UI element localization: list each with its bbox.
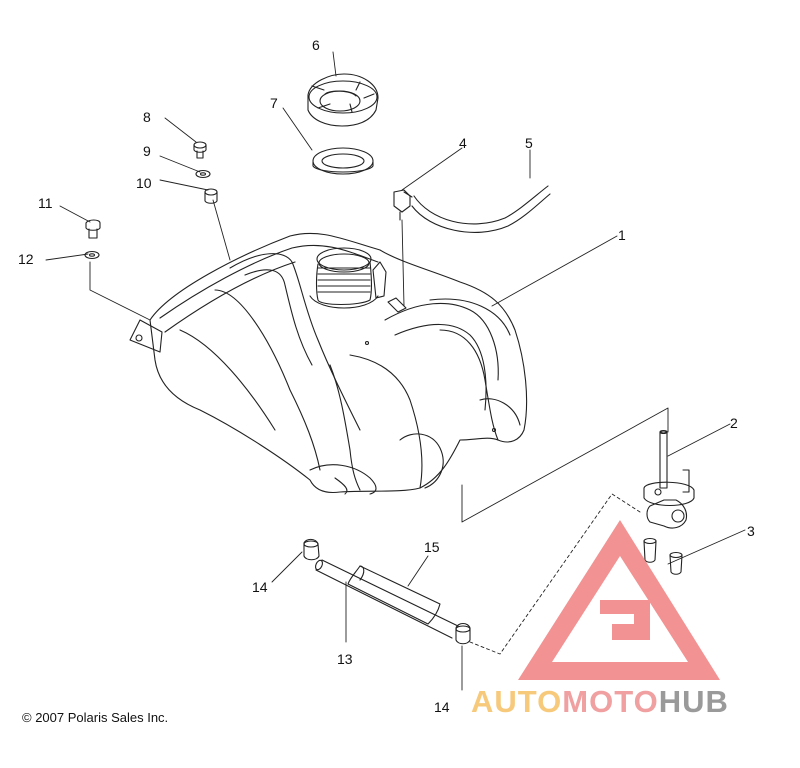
brand-auto: AUTO [471, 684, 563, 719]
callout-13: 13 [337, 651, 353, 667]
brand-hub: HUB [658, 684, 729, 719]
screw-3a [643, 537, 657, 563]
screw-3b [669, 551, 683, 575]
fuel-valve [643, 429, 695, 529]
callout-10: 10 [136, 175, 152, 191]
callout-11: 11 [38, 195, 53, 211]
fuel-cap [307, 73, 379, 127]
callout-15: 15 [424, 539, 440, 555]
fuel-line [315, 559, 459, 639]
callout-labels: 1 2 3 4 5 6 7 8 9 10 11 12 13 14 14 15 [18, 37, 755, 715]
bolt-11 [85, 219, 101, 239]
washer-9 [195, 169, 211, 179]
elbow-fitting [393, 189, 413, 221]
bushing-10 [204, 188, 218, 204]
hose-clamp-left [303, 538, 320, 561]
copyright-notice: © 2007 Polaris Sales Inc. [22, 710, 169, 725]
watermark-logo-mark [518, 520, 720, 680]
bolt-8 [193, 141, 207, 159]
callout-5: 5 [525, 135, 533, 151]
callout-1: 1 [618, 227, 626, 243]
fuel-tank [129, 232, 528, 495]
hose-clamp-right [455, 622, 471, 645]
watermark-brand: AUTOMOTOHUB [471, 684, 729, 720]
callout-14-right: 14 [434, 699, 450, 715]
callout-4: 4 [459, 135, 467, 151]
callout-3: 3 [747, 523, 755, 539]
cap-gasket [312, 147, 374, 175]
callout-6: 6 [312, 37, 320, 53]
callout-9: 9 [143, 143, 151, 159]
vent-hose [411, 185, 551, 233]
washer-12 [84, 250, 100, 260]
leader-lines [45, 51, 746, 691]
callout-2: 2 [730, 415, 738, 431]
callout-7: 7 [270, 95, 278, 111]
callout-8: 8 [143, 109, 151, 125]
callout-14-left: 14 [252, 579, 268, 595]
brand-moto: MOTO [562, 684, 659, 719]
callout-12: 12 [18, 251, 34, 267]
